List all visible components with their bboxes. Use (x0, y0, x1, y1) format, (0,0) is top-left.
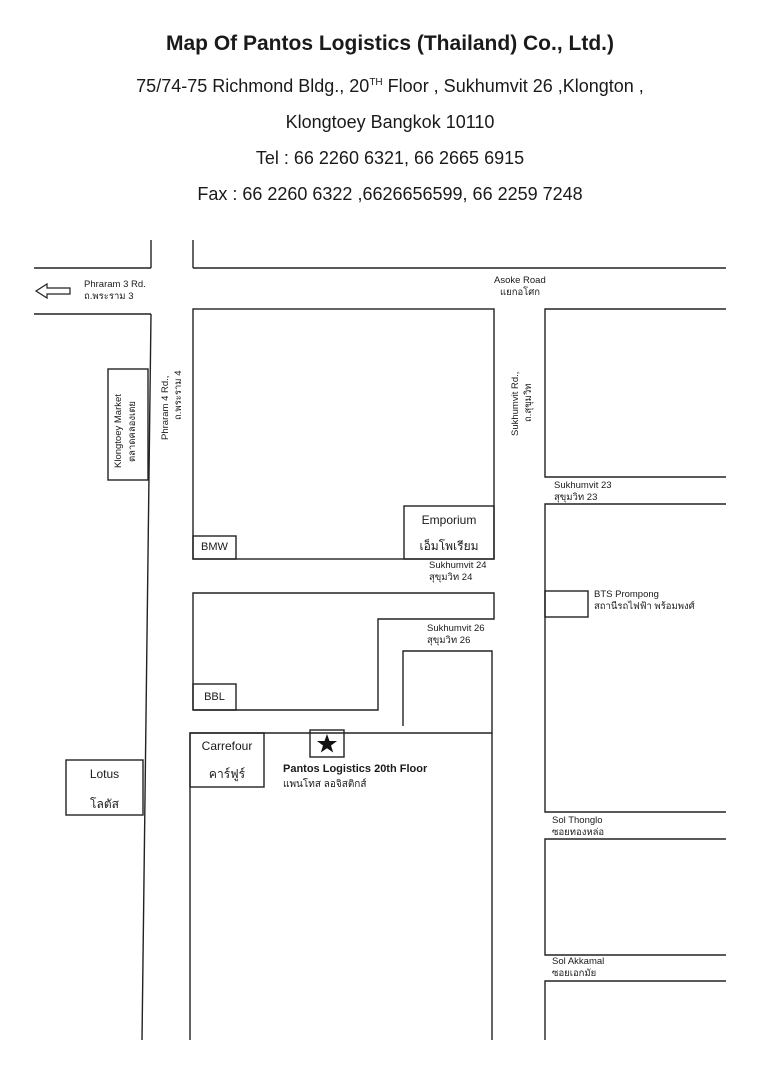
sukhumvit-label-th: ถ.สุขุมวิท (523, 383, 534, 422)
phraram4-label-th: ถ.พระราม 4 (173, 370, 184, 420)
klongtoey-label-en: Klongtoey Market (113, 394, 124, 468)
phraram4-west-edge (141, 313, 152, 1041)
phraram3-label-en: Phraram 3 Rd. (84, 279, 146, 290)
bmw-label: BMW (201, 541, 228, 553)
bts-box (544, 590, 589, 618)
soi26-label-en: Sukhumvit 26 (427, 623, 485, 634)
akkamal-label-th: ซอยเอกมัย (552, 968, 597, 979)
bmw-box (192, 535, 237, 560)
thonglo-label-th: ซอยทองหล่อ (552, 827, 605, 838)
klongtoey-label-th: ตลาดคลองเตย (127, 401, 138, 462)
bts-label-th: สถานีรถไฟฟ้า พร้อมพงศ์ (594, 601, 695, 612)
address-line: 75/74-75 Richmond Bldg., 20TH Floor , Su… (0, 76, 780, 97)
bbl-label: BBL (204, 691, 225, 703)
lotus-label-en: Lotus (89, 767, 120, 781)
thonglo-label-en: Sol Thonglo (552, 815, 603, 826)
klongtoey-box (107, 368, 149, 481)
block-s (544, 980, 726, 1040)
soi24-label-en: Sukhumvit 24 (429, 560, 487, 571)
emporium-label-th: เอ็มโพเรียม (419, 539, 479, 553)
asoke-label-th: แยกอโศก (500, 287, 541, 298)
lotus-box (65, 759, 144, 816)
city-line: Klongtoey Bangkok 10110 (285, 112, 495, 132)
phraram4-label-en: Phraram 4 Rd., (160, 375, 171, 440)
emporium-label-en: Emporium (421, 513, 477, 527)
soi24-label-th: สุขุมวิท 24 (429, 572, 473, 583)
carrefour-box (189, 732, 265, 788)
telephone-line: Tel : 66 2260 6321, 66 2665 6915 (255, 148, 525, 168)
lotus-label-th: โลตัส (90, 797, 119, 811)
carrefour-label-en: Carrefour (201, 739, 253, 753)
carrefour-label-th: คาร์ฟูร์ (208, 767, 246, 781)
block-bbl (192, 592, 495, 711)
address-rest: Floor , Sukhumvit 26 ,Klongton , (382, 76, 644, 96)
fax-line: Fax : 66 2260 6322 ,6626656599, 66 2259 … (197, 184, 583, 204)
emporium-box (403, 505, 495, 560)
address-superscript: TH (369, 77, 383, 88)
address-main: 75/74-75 Richmond Bldg., 20 (136, 76, 370, 96)
bts-label-en: BTS Prompong (594, 589, 659, 600)
phraram3-label-th: ถ.พระราม 3 (84, 291, 134, 302)
soi23-label-th: สุขุมวิท 23 (554, 492, 598, 503)
star-icon (317, 734, 337, 753)
asoke-label-en: Asoke Road (494, 275, 546, 286)
sukhumvit-label-en: Sukhumvit Rd., (510, 371, 521, 436)
pantos-box (309, 729, 345, 758)
block-e (544, 503, 726, 813)
block-ne (544, 308, 726, 478)
pantos-label-th: แพนโทส ลอจิสติกส์ (283, 779, 367, 790)
block-se (544, 838, 726, 956)
map-title: Map Of Pantos Logistics (Thailand) Co., … (166, 32, 614, 55)
pantos-label-en: Pantos Logistics 20th Floor (283, 763, 428, 775)
soi23-label-en: Sukhumvit 23 (554, 480, 612, 491)
soi26-label-th: สุขุมวิท 26 (427, 635, 471, 646)
left-arrow-icon (34, 282, 71, 300)
block-emporium (192, 308, 495, 560)
bbl-box (192, 683, 237, 711)
akkamal-label-en: Sol Akkamal (552, 956, 605, 967)
